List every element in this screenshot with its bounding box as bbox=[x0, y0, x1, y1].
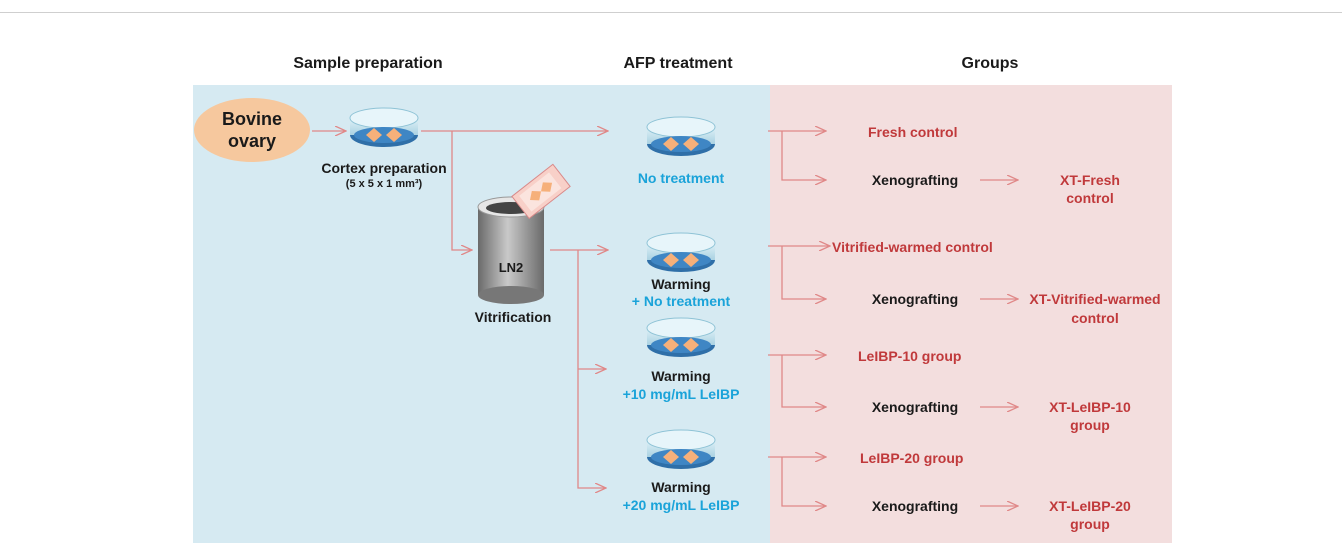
groups-panel bbox=[770, 85, 1172, 543]
leibp10-dish-icon bbox=[646, 317, 716, 358]
leibp10-group-label: LeIBP-10 group bbox=[858, 348, 962, 364]
bovine-ovary-label-line1: Bovine bbox=[221, 109, 282, 129]
fresh-control-label: Fresh control bbox=[868, 124, 958, 140]
warming-label-1: Warming bbox=[651, 276, 711, 292]
warming-label-2: Warming bbox=[651, 368, 711, 384]
xenografting-label-1: Xenografting bbox=[871, 172, 959, 188]
xt-vitrified-label-line1: XT-Vitrified-warmed bbox=[1029, 291, 1161, 307]
header-sample-preparation: Sample preparation bbox=[293, 55, 443, 72]
treatment-label-1: + No treatment bbox=[631, 293, 731, 309]
xt-fresh-label-line2: control bbox=[1066, 190, 1114, 206]
cortex-dish-icon bbox=[349, 107, 419, 148]
xenografting-label-3: Xenografting bbox=[871, 399, 959, 415]
vitrification-label: Vitrification bbox=[474, 309, 552, 325]
no-treatment-label: No treatment bbox=[637, 170, 725, 186]
xt-fresh-label-line1: XT-Fresh bbox=[1060, 172, 1120, 188]
vitrification-slide-icon bbox=[511, 163, 571, 220]
xt-leibp10-label-line1: XT-LeIBP-10 bbox=[1049, 399, 1131, 415]
bovine-ovary-label-line2: ovary bbox=[227, 131, 277, 151]
header-groups: Groups bbox=[961, 55, 1019, 72]
treatment-label-3: +20 mg/mL LeIBP bbox=[622, 497, 740, 513]
leibp20-group-label: LeIBP-20 group bbox=[860, 450, 964, 466]
xenografting-label-4: Xenografting bbox=[871, 498, 959, 514]
xenografting-label-2: Xenografting bbox=[871, 291, 959, 307]
warming-dish-icon bbox=[646, 232, 716, 273]
cortex-preparation-label: Cortex preparation bbox=[321, 160, 447, 176]
header-afp-treatment: AFP treatment bbox=[623, 55, 733, 72]
xt-leibp20-label-line2: group bbox=[1070, 516, 1110, 532]
xt-leibp10-label-line2: group bbox=[1070, 417, 1110, 433]
no-treatment-dish-icon bbox=[646, 116, 716, 157]
treatment-label-2: +10 mg/mL LeIBP bbox=[622, 386, 740, 402]
xt-vitrified-label-line2: control bbox=[1071, 310, 1119, 326]
xt-leibp20-label-line1: XT-LeIBP-20 bbox=[1049, 498, 1131, 514]
top-divider bbox=[0, 12, 1342, 13]
ln2-label: LN2 bbox=[498, 260, 524, 275]
cortex-dimensions-label: (5 x 5 x 1 mm³) bbox=[345, 178, 423, 190]
warming-label-3: Warming bbox=[651, 479, 711, 495]
vitrified-warmed-control-label: Vitrified-warmed control bbox=[832, 239, 993, 255]
bovine-ovary-shape bbox=[194, 98, 310, 162]
leibp20-dish-icon bbox=[646, 429, 716, 470]
